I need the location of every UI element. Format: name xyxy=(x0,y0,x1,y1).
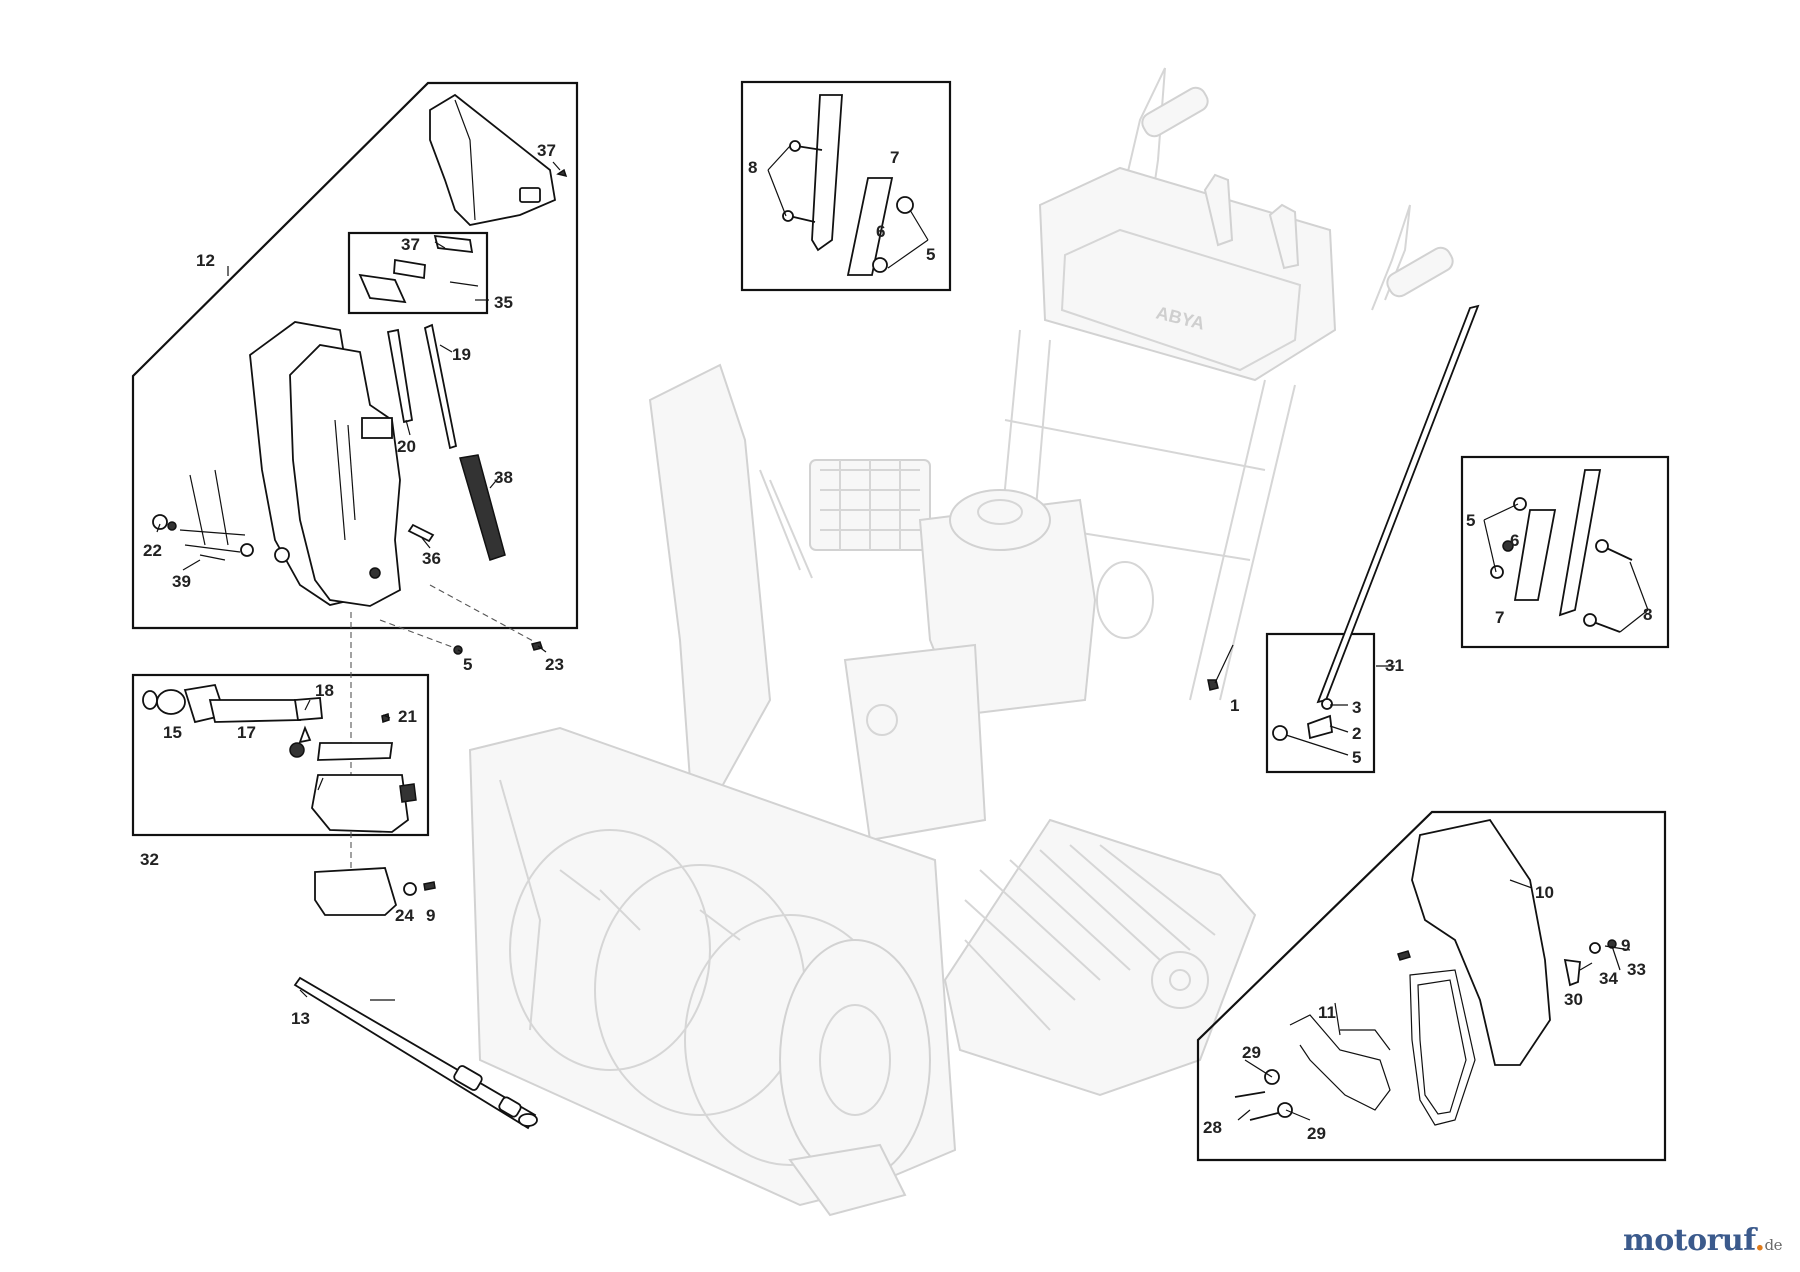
callout-35: 35 xyxy=(494,293,513,312)
callout-33: 33 xyxy=(1627,960,1646,979)
callout-2: 2 xyxy=(1352,724,1361,743)
inset-belt-cover-box xyxy=(1196,810,1667,1162)
part-bracket-24 xyxy=(314,867,398,916)
callout-31: 31 xyxy=(1385,656,1404,675)
callout-5-chute: 5 xyxy=(463,655,472,674)
callout-3: 3 xyxy=(1352,698,1361,717)
callout-12: 12 xyxy=(196,251,215,270)
callout-5-top: 5 xyxy=(926,245,935,264)
inset-rod-box xyxy=(1265,632,1376,774)
callout-10: 10 xyxy=(1535,883,1554,902)
callout-34: 34 xyxy=(1599,969,1618,988)
part-spring-38 xyxy=(459,454,506,561)
callout-1: 1 xyxy=(1230,696,1239,715)
callout-24: 24 xyxy=(395,906,414,925)
callout-37-top: 37 xyxy=(537,141,556,160)
callout-19: 19 xyxy=(452,345,471,364)
part-deflector-top xyxy=(429,93,557,226)
callout-29-top: 29 xyxy=(1242,1043,1261,1062)
inset-handle-box-top xyxy=(740,80,952,292)
callout-5-right: 5 xyxy=(1466,511,1475,530)
callout-11: 11 xyxy=(1318,1003,1336,1022)
callout-15: 15 xyxy=(163,723,182,742)
callout-38: 38 xyxy=(494,468,513,487)
leader-lines xyxy=(156,161,1631,1121)
part-rod-31 xyxy=(1316,304,1480,704)
callout-9-chute: 9 xyxy=(426,906,435,925)
callout-30: 30 xyxy=(1564,990,1583,1009)
part-bracket-11 xyxy=(1289,1014,1391,1111)
snowblower-ghost: ABYA xyxy=(468,67,1454,1217)
callout-5-rod: 5 xyxy=(1352,748,1361,767)
inset-deflector-chute-box xyxy=(131,81,579,630)
part-clip-39 xyxy=(179,469,246,561)
callout-23: 23 xyxy=(545,655,564,674)
part-belt-cover-10 xyxy=(1411,818,1551,1066)
callout-37-sub: 37 xyxy=(401,235,420,254)
callout-6-top: 6 xyxy=(876,222,885,241)
callout-36: 36 xyxy=(422,549,441,568)
callout-17: 17 xyxy=(237,723,256,742)
callout-labels: 37 12 37 35 19 20 38 36 22 39 5 23 8 7 6… xyxy=(140,141,1652,1143)
callout-7-right: 7 xyxy=(1495,608,1504,627)
callout-13: 13 xyxy=(291,1009,310,1028)
part-rotator-housing xyxy=(311,774,409,833)
inset-chute-rotator-box xyxy=(131,673,430,837)
callout-20: 20 xyxy=(397,437,416,456)
part-vbelt xyxy=(1409,969,1476,1126)
callout-8-right: 8 xyxy=(1643,605,1652,624)
callout-29-bottom: 29 xyxy=(1307,1124,1326,1143)
callout-18: 18 xyxy=(315,681,334,700)
callout-6-right: 6 xyxy=(1510,531,1519,550)
inset-sub-box-35 xyxy=(347,231,489,315)
callout-8-top: 8 xyxy=(748,158,757,177)
callout-28: 28 xyxy=(1203,1118,1222,1137)
callout-21: 21 xyxy=(398,707,417,726)
callout-9-belt: 9 xyxy=(1621,936,1630,955)
inset-handle-box-right xyxy=(1460,455,1670,649)
watermark-logo: motoruf.de xyxy=(1622,1223,1783,1258)
callout-22: 22 xyxy=(143,541,162,560)
callout-39: 39 xyxy=(172,572,191,591)
callout-7-top: 7 xyxy=(890,148,899,167)
parts xyxy=(142,93,1649,1130)
callout-32: 32 xyxy=(140,850,159,869)
